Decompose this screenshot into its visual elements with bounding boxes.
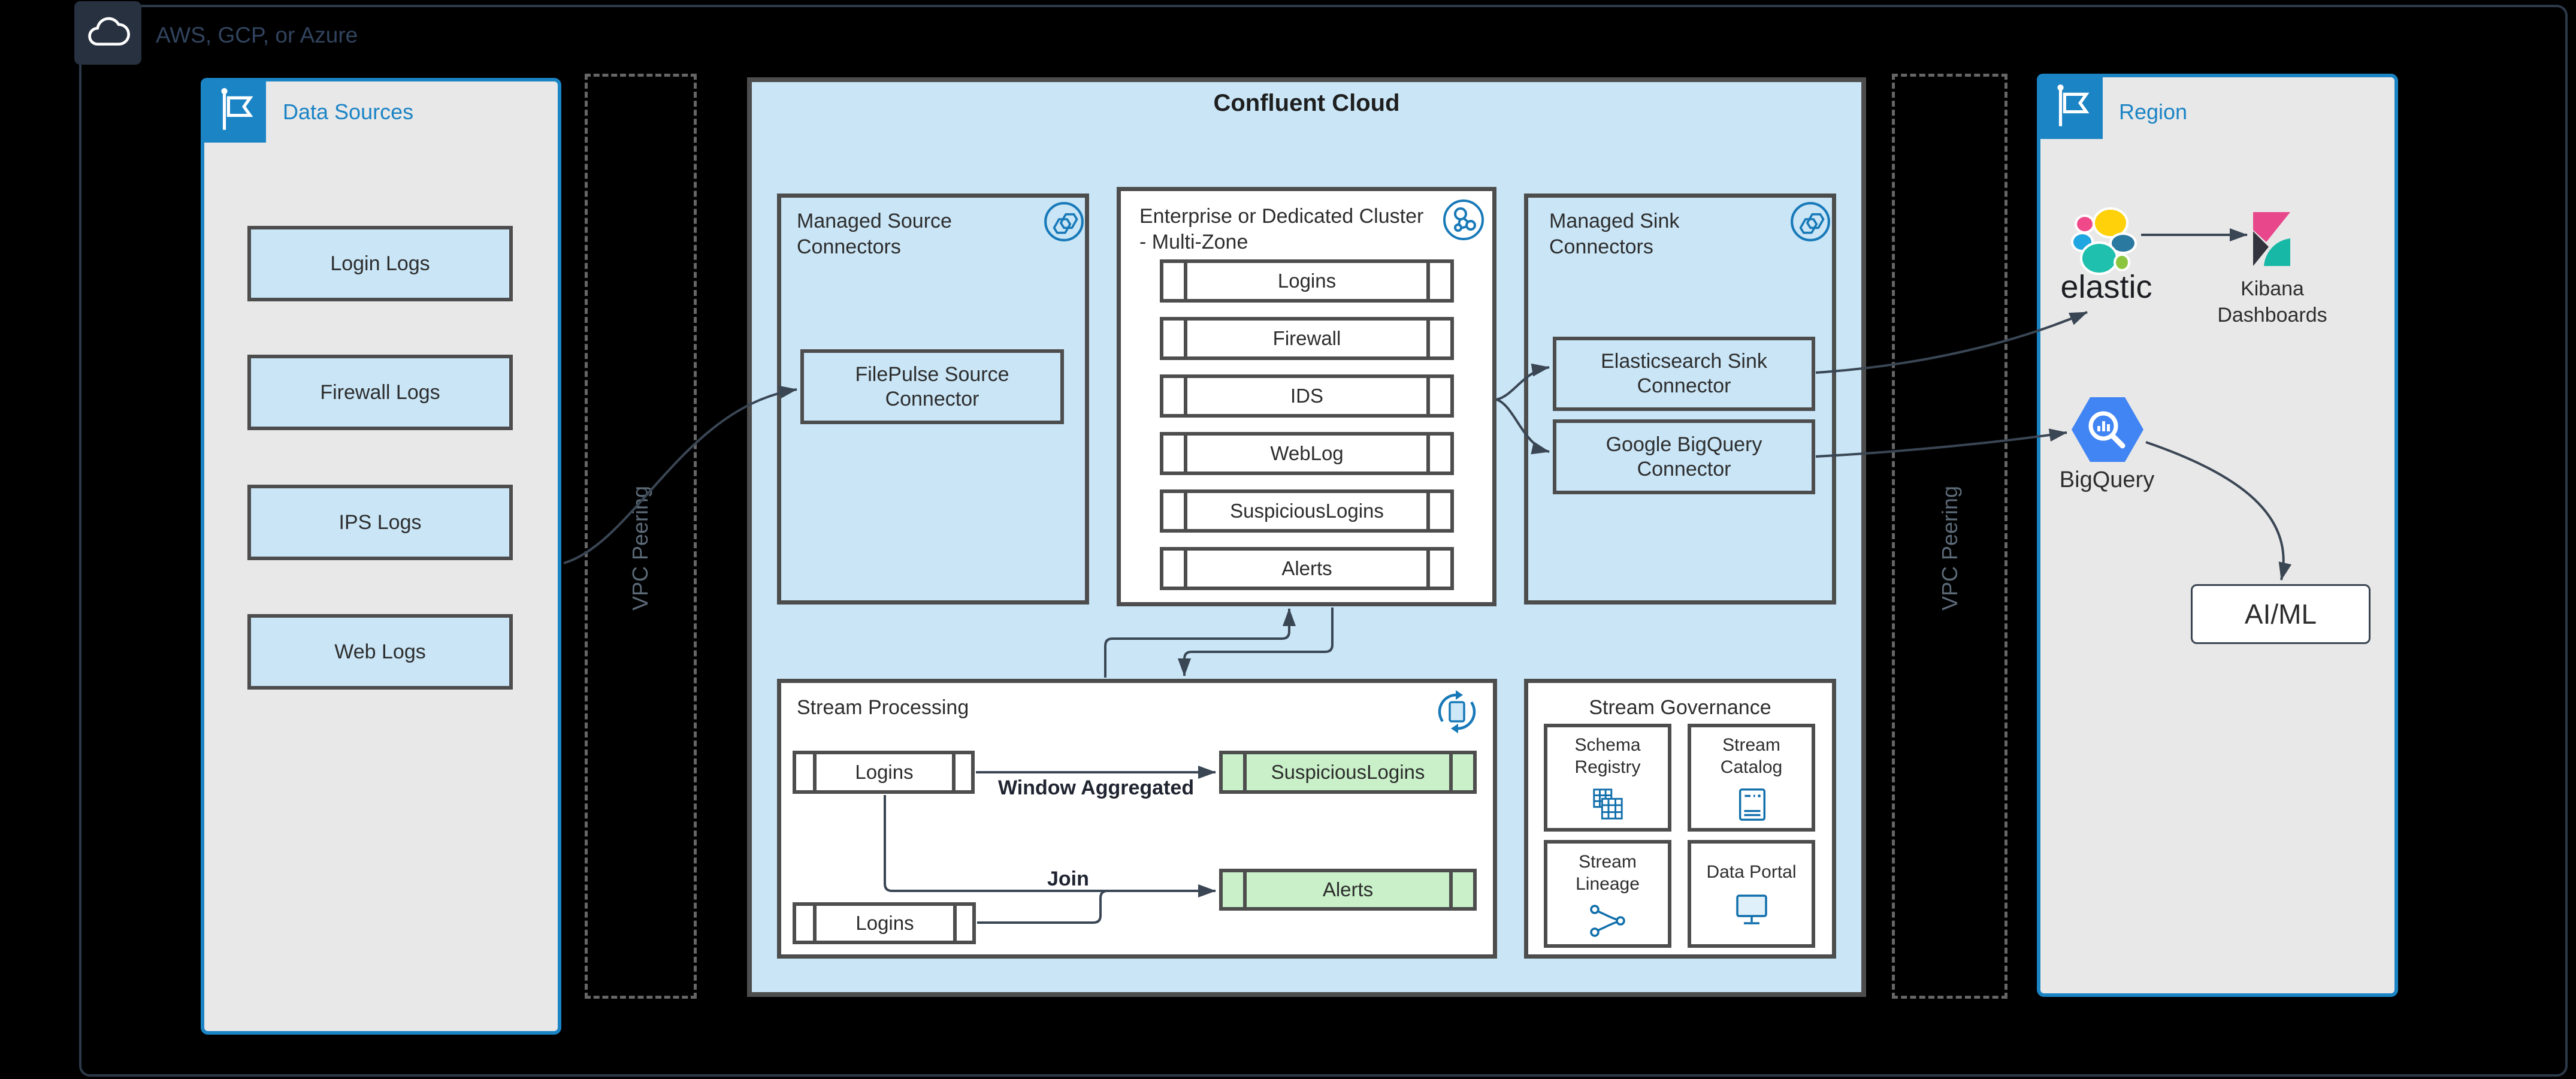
data-sources-flag-tile	[201, 78, 266, 143]
cluster-topic-weblog: WebLog	[1160, 432, 1454, 475]
provider-boundary	[79, 5, 2568, 1077]
stream-lineage-icon	[1589, 904, 1626, 938]
data-source-web-logs: Web Logs	[247, 614, 513, 690]
topic-right-cell	[1426, 493, 1450, 529]
data-source-ips-logs: IPS Logs	[247, 485, 513, 560]
sp-topic-suspiciouslogins: SuspiciousLogins	[1219, 751, 1477, 794]
vpc-peering-right-zone	[1892, 74, 2007, 999]
cluster-topic-logins: Logins	[1160, 259, 1454, 303]
topic-left-cell	[1163, 263, 1187, 299]
elasticsearch-sink-connector: Elasticsearch Sink Connector	[1553, 337, 1815, 411]
vpc-peering-right-label: VPC Peering	[1937, 485, 1962, 611]
provider-tile	[74, 1, 141, 65]
sp-topic-logins-1: Logins	[793, 751, 975, 794]
data-sources-title: Data Sources	[283, 99, 414, 124]
bigquery-label: BigQuery	[2059, 467, 2155, 492]
cluster-topic-firewall: Firewall	[1160, 317, 1454, 360]
region-title: Region	[2119, 99, 2188, 124]
topic-left-cell	[1163, 493, 1187, 529]
topic-right-cell	[953, 906, 972, 941]
topic-right-cell	[1426, 321, 1450, 356]
topic-left-cell	[1223, 754, 1247, 790]
vpc-peering-left-label: VPC Peering	[628, 485, 652, 611]
sink-connector-icon	[1789, 200, 1832, 243]
stream-governance-title: Stream Governance	[1589, 696, 1771, 719]
flag-icon	[208, 84, 259, 136]
topic-left-cell	[796, 906, 817, 941]
region-flag-tile	[2037, 74, 2103, 139]
cluster-topic-alerts: Alerts	[1160, 547, 1454, 590]
sp-topic-logins-2: Logins	[793, 902, 976, 944]
topic-left-cell	[1163, 551, 1187, 587]
topic-right-cell	[1426, 263, 1450, 299]
topic-left-cell	[1163, 436, 1187, 472]
stream-processing-title: Stream Processing	[797, 696, 969, 719]
bigquery-logo-icon	[2072, 397, 2143, 462]
join-label: Join	[1047, 868, 1089, 890]
source-connector-icon	[1042, 200, 1086, 243]
cluster-topic-suspiciouslogins: SuspiciousLogins	[1160, 489, 1454, 533]
window-aggregated-label: Window Aggregated	[998, 776, 1195, 799]
filepulse-source-connector: FilePulse Source Connector	[800, 349, 1064, 424]
topic-right-cell	[1449, 754, 1473, 790]
cluster-title: Enterprise or Dedicated Cluster - Multi-…	[1139, 205, 1424, 253]
cloud-icon	[84, 10, 131, 56]
elastic-logo-icon	[2070, 206, 2142, 278]
kibana-label: Kibana Dashboards	[2217, 277, 2327, 327]
flag-icon	[2044, 81, 2096, 132]
elastic-wordmark: elastic	[2060, 269, 2152, 305]
kibana-logo-icon	[2251, 212, 2291, 267]
data-source-login-logs: Login Logs	[247, 226, 513, 301]
confluent-cloud-title: Confluent Cloud	[1213, 90, 1400, 116]
topic-right-cell	[1449, 872, 1473, 907]
topic-left-cell	[1163, 378, 1187, 414]
data-source-firewall-logs: Firewall Logs	[247, 355, 513, 430]
data-portal-icon	[1734, 892, 1770, 927]
sp-topic-alerts: Alerts	[1219, 869, 1477, 911]
topic-right-cell	[1426, 378, 1450, 414]
gov-data-portal: Data Portal	[1688, 840, 1815, 948]
provider-label: AWS, GCP, or Azure	[156, 23, 358, 47]
gov-stream-catalog: Stream Catalog	[1688, 724, 1815, 832]
managed-source-connectors-title: Managed Source Connectors	[797, 210, 952, 258]
topic-right-cell	[1426, 436, 1450, 472]
stream-processing-icon	[1433, 688, 1481, 736]
topic-right-cell	[1426, 551, 1450, 587]
managed-sink-connectors-title: Managed Sink Connectors	[1549, 210, 1680, 258]
cluster-icon	[1441, 198, 1486, 242]
cluster-topic-ids: IDS	[1160, 374, 1454, 418]
gov-schema-registry: Schema Registry	[1544, 724, 1671, 832]
aiml-box: AI/ML	[2191, 584, 2371, 644]
topic-left-cell	[1223, 872, 1247, 907]
gov-stream-lineage: Stream Lineage	[1544, 840, 1671, 948]
stream-catalog-icon	[1734, 787, 1769, 822]
topic-left-cell	[796, 754, 817, 790]
topic-left-cell	[1163, 321, 1187, 356]
schema-registry-icon	[1591, 787, 1625, 822]
topic-right-cell	[952, 754, 971, 790]
google-bigquery-connector: Google BigQuery Connector	[1553, 419, 1815, 494]
